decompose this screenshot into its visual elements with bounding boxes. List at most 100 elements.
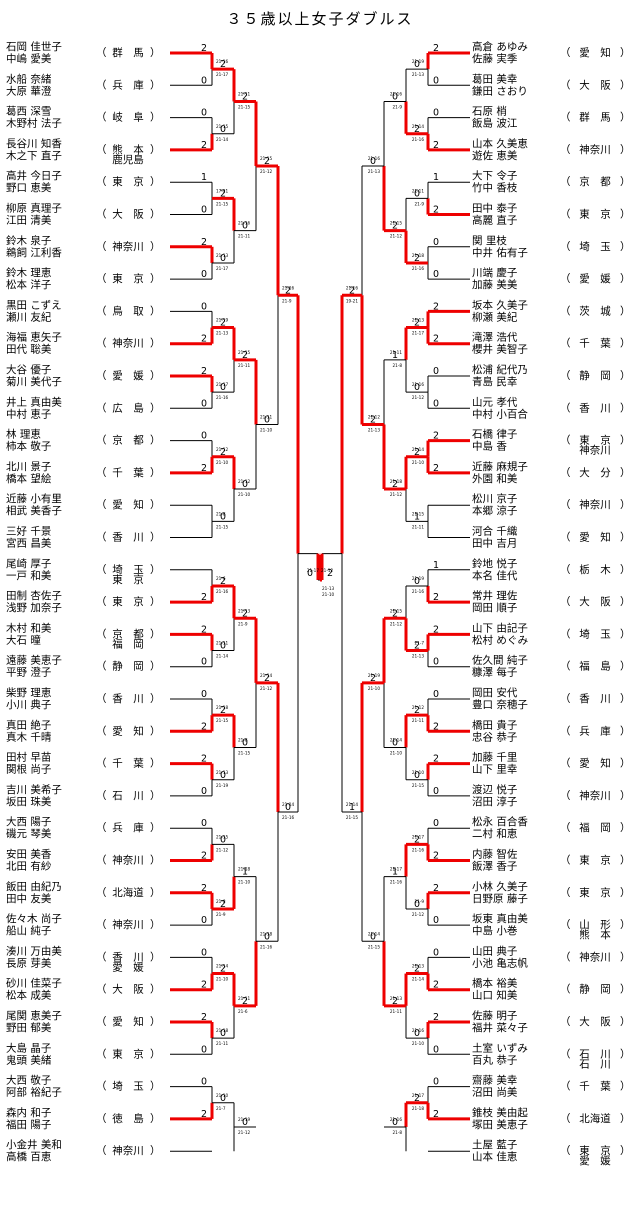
left-player-name: 坂田 珠美 (6, 795, 52, 808)
final-score: 21-13 (322, 586, 335, 591)
left-pref-paren: （ (96, 984, 107, 996)
left-pref-paren: （ (96, 241, 107, 253)
left-prefecture: 香 川 (112, 693, 144, 705)
right-prefecture: 神奈川 (579, 789, 611, 802)
left-player-name: 水船 奈緒 (6, 72, 52, 85)
right-prefecture-2: 石 川 (579, 1058, 611, 1070)
left-game-score: 21-9 (238, 621, 248, 626)
left-entry-result: 0 (201, 108, 207, 119)
right-round-result: 0 (392, 737, 398, 748)
right-game-score: 21-19 (412, 59, 425, 64)
right-player-name: 飯島 波江 (472, 117, 518, 130)
right-pref-paren: （ (560, 951, 571, 963)
right-prefecture: 山 形 (579, 919, 611, 931)
left-prefecture: 愛 知 (112, 498, 144, 511)
right-game-score: 21-10 (368, 686, 381, 691)
left-player-name: 真木 千晴 (6, 730, 52, 743)
left-prefecture: 神奈川 (112, 240, 144, 253)
right-pref-paren: （ (560, 1016, 571, 1028)
right-player-name: 糠澤 每子 (472, 666, 517, 679)
left-game-score: 21-8 (216, 511, 226, 516)
final-score: 21-10 (322, 592, 335, 597)
right-entry-result: 2 (433, 301, 439, 312)
right-prefecture: 茨 城 (579, 304, 611, 317)
right-pref-paren: （ (560, 499, 571, 511)
right-pref-paren: （ (560, 435, 571, 447)
left-pref-paren: （ (96, 305, 107, 317)
left-game-score: 21-15 (238, 104, 251, 109)
right-round-result: 2 (414, 641, 420, 652)
right-pref-paren: （ (560, 338, 571, 350)
left-pref-paren: ） (150, 305, 161, 317)
right-player-name: 佐久間 純子 (472, 654, 528, 667)
right-player-name: 加藤 千里 (472, 752, 517, 764)
left-prefecture: 静 岡 (112, 660, 144, 673)
left-player-name: 木野村 法子 (6, 117, 62, 130)
right-game-score: 21-13 (368, 427, 381, 432)
right-player-name: 渡辺 悦子 (472, 783, 517, 796)
right-player-name: 山田 典子 (472, 944, 517, 957)
left-entry-result: 2 (201, 851, 207, 862)
left-game-score: 21-13 (238, 608, 251, 613)
left-player-name: 菊川 美代子 (6, 375, 62, 388)
left-player-name: 大原 華澄 (6, 84, 52, 97)
right-pref-paren: ） (620, 532, 631, 544)
left-player-name: 遠藤 美恵子 (6, 654, 62, 667)
right-entry-result: 2 (433, 721, 439, 732)
left-round-result: 2 (220, 964, 226, 975)
left-game-score: 21-16 (282, 815, 295, 820)
left-entry-result: 2 (201, 980, 207, 991)
right-prefecture: 栃 木 (579, 563, 611, 576)
right-pref-paren: ） (620, 467, 631, 479)
left-entry-result: 0 (201, 947, 207, 958)
right-player-name: 田中 吉月 (472, 537, 517, 550)
right-entry-result: 0 (433, 689, 439, 700)
right-game-score: 21-17 (412, 331, 425, 336)
right-entry-result: 2 (433, 334, 439, 345)
left-pref-paren: （ (96, 79, 107, 91)
right-round-result: 1 (392, 350, 398, 361)
left-player-name: 黒田 こずえ (6, 299, 62, 311)
left-round-result: 2 (242, 91, 248, 102)
left-round-result: 2 (220, 188, 226, 199)
left-player-name: 相武 美香子 (6, 504, 62, 517)
right-player-name: 柳瀬 美紀 (472, 310, 518, 323)
right-entry-result: 2 (433, 754, 439, 765)
left-player-name: 鈴木 理恵 (6, 266, 52, 279)
left-game-score: 21-15 (216, 834, 229, 839)
right-entry-result: 2 (433, 1109, 439, 1120)
right-game-score: 21-8 (392, 363, 402, 368)
left-prefecture: 岐 阜 (112, 111, 144, 124)
left-player-name: 大西 敬子 (6, 1074, 51, 1087)
left-prefecture: 愛 知 (112, 724, 144, 737)
right-game-score: 21-15 (390, 221, 403, 226)
right-player-name: 鎌田 さおり (472, 84, 528, 97)
right-pref-paren: ） (620, 855, 631, 867)
left-player-name: 石岡 佳世子 (6, 40, 62, 53)
right-prefecture: 愛 知 (579, 757, 611, 770)
right-game-score: 21-13 (412, 964, 425, 969)
left-game-score: 21-15 (238, 750, 251, 755)
left-pref-paren: （ (96, 532, 107, 544)
right-player-name: 坂東 真由美 (472, 912, 528, 925)
right-entry-result: 0 (433, 75, 439, 86)
left-entry-result: 0 (201, 301, 207, 312)
left-round-result: 0 (220, 770, 226, 781)
right-player-name: 常井 理佐 (472, 589, 518, 602)
left-player-name: 鬼頭 美緒 (6, 1053, 52, 1066)
left-player-name: 田制 杏佐子 (6, 589, 62, 602)
left-game-score: 21-11 (238, 91, 251, 96)
right-prefecture: 大 阪 (579, 78, 611, 91)
right-round-result: 2 (370, 673, 376, 684)
right-game-score: 21-16 (390, 880, 403, 885)
right-player-name: 松村 めぐみ (472, 633, 528, 646)
right-round-result: 0 (370, 156, 376, 167)
right-pref-paren: ） (620, 951, 631, 963)
left-player-name: 柴野 理恵 (6, 686, 52, 699)
left-pref-paren: （ (96, 499, 107, 511)
right-pref-paren: （ (560, 887, 571, 899)
right-round-result: 0 (370, 931, 376, 942)
left-game-score: 21-12 (216, 447, 229, 452)
right-game-score: 21-7 (414, 641, 424, 646)
left-round-result: 2 (220, 705, 226, 716)
